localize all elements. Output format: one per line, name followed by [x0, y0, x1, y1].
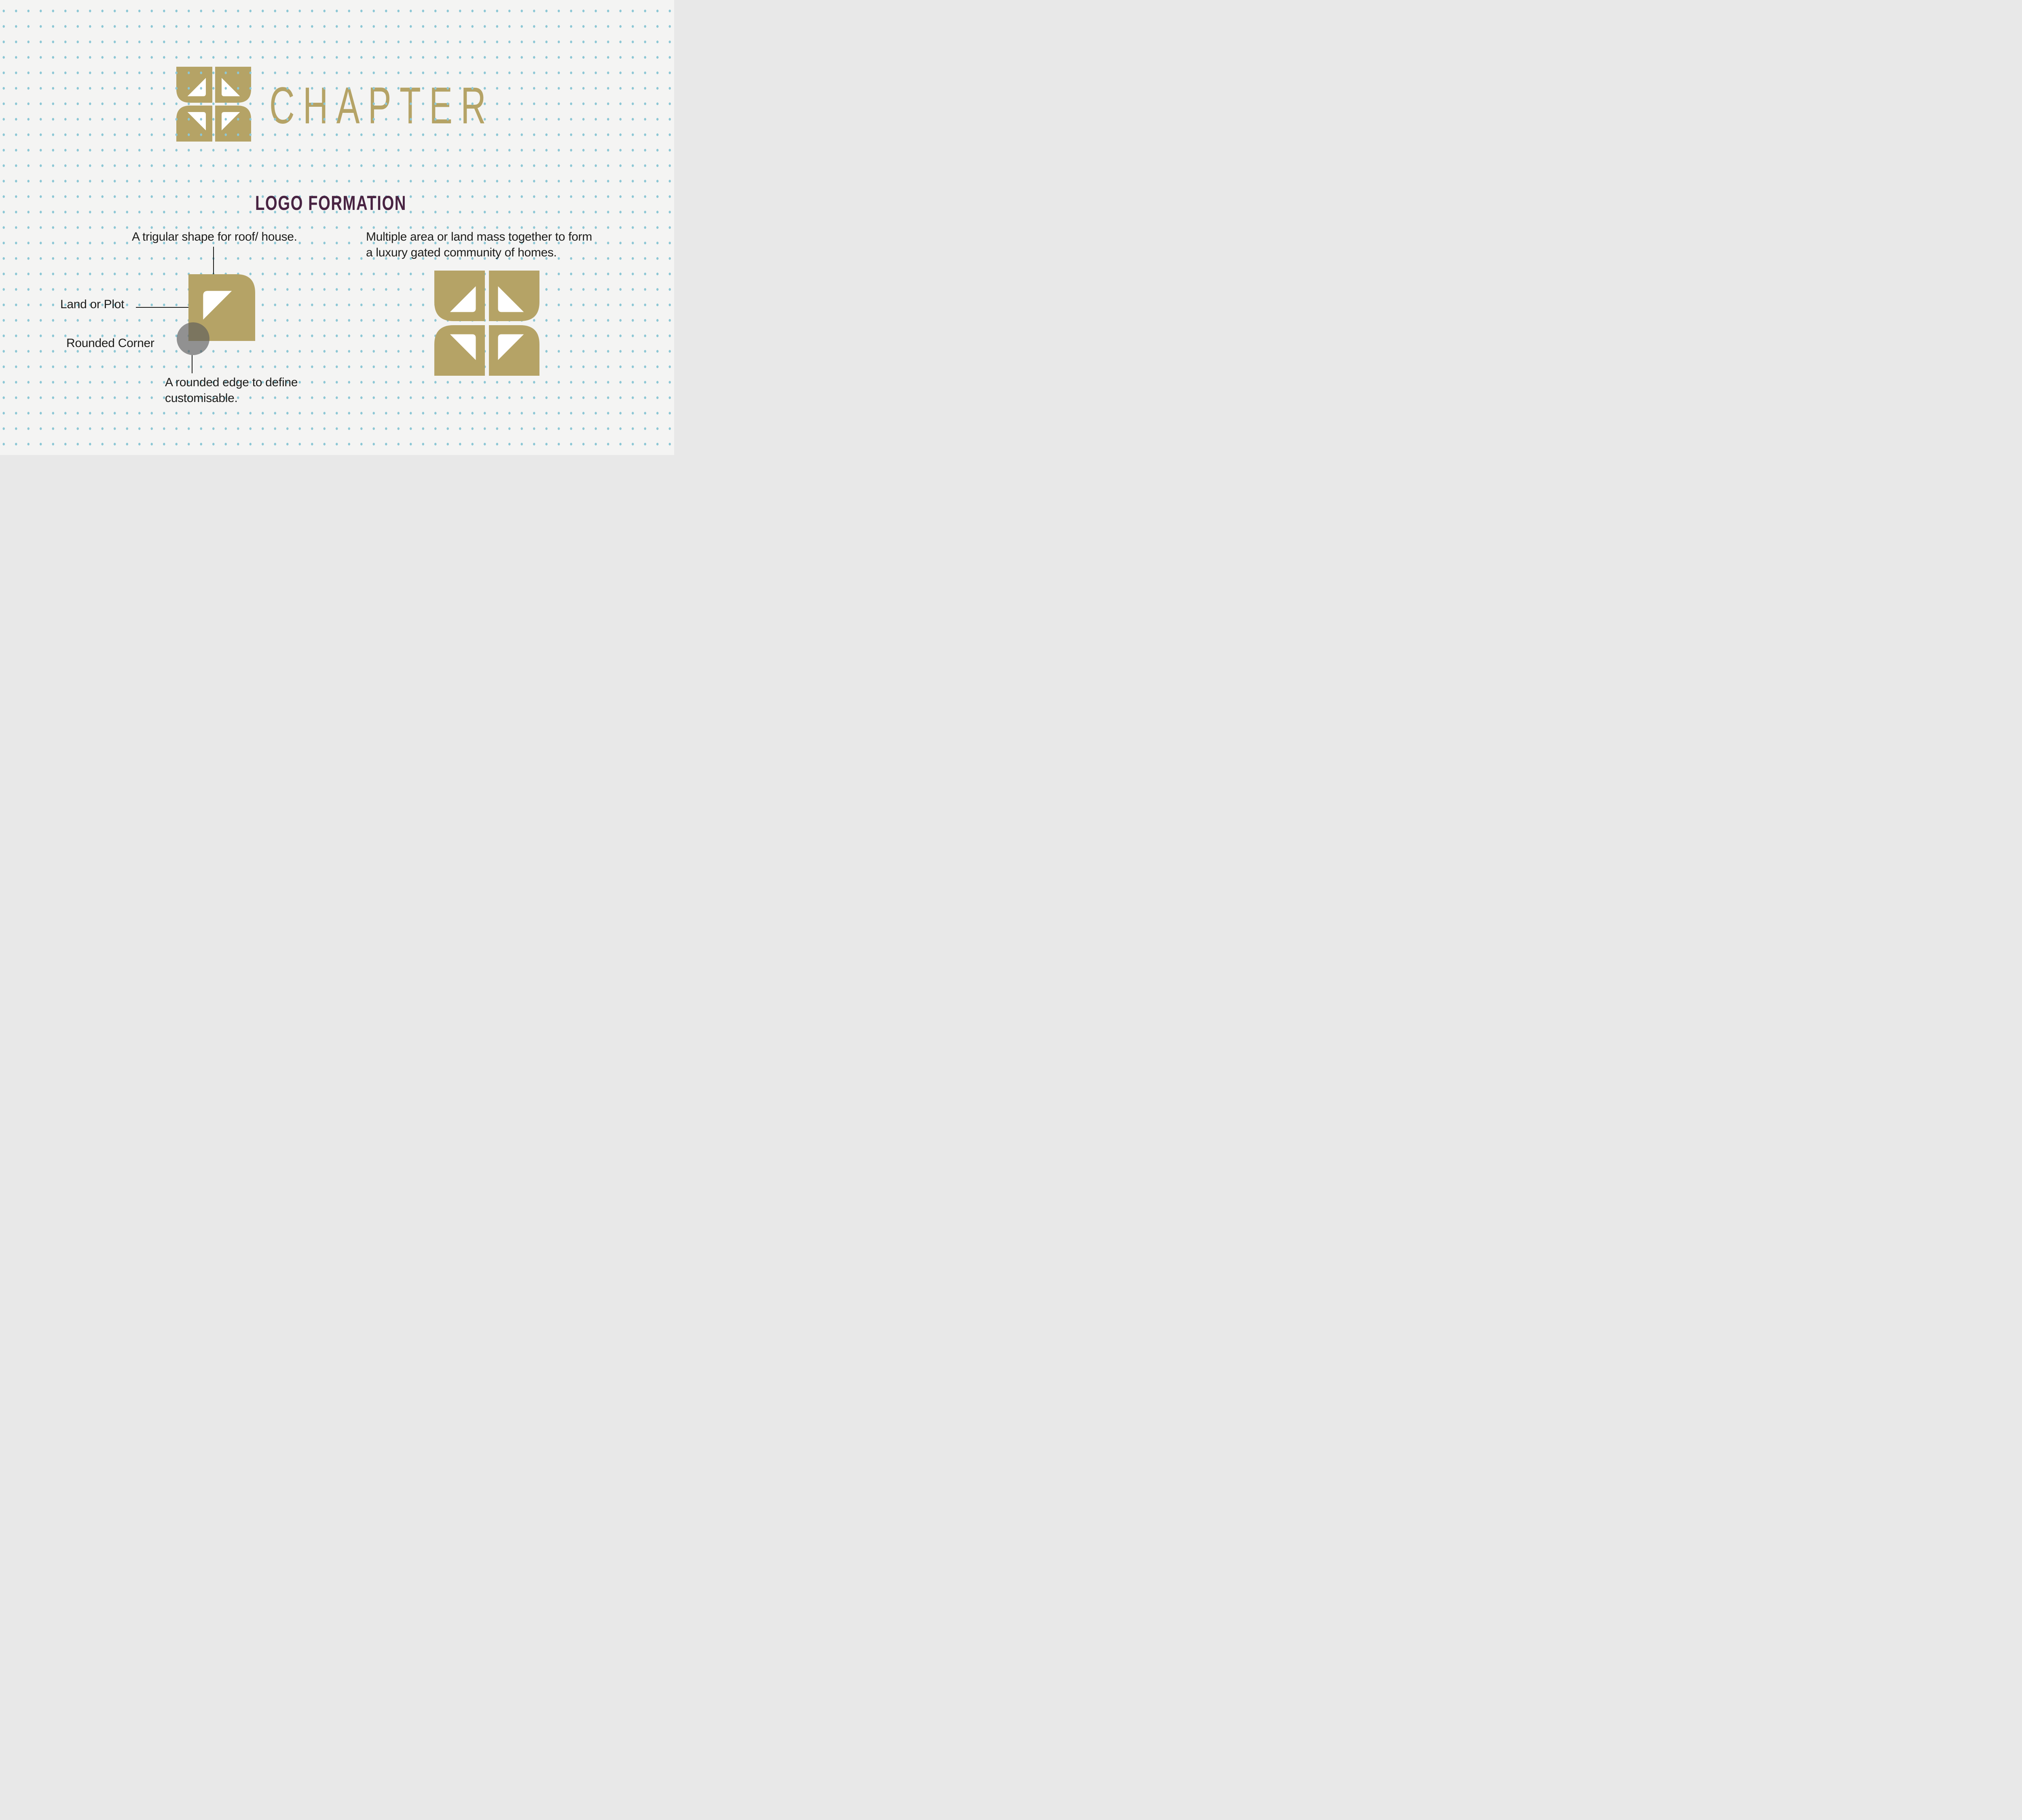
land-label: Land or Plot	[60, 298, 125, 311]
rounded-corner-label: Rounded Corner	[66, 336, 154, 350]
community-annotation: Multiple area or land mass together to f…	[366, 229, 592, 260]
brand-guideline-page: CHAPTER LOGO FORMATION A trigular shape …	[0, 0, 674, 455]
community-petal-top-right-icon	[489, 271, 539, 321]
community-annotation-line1: Multiple area or land mass together to f…	[366, 230, 592, 243]
community-petal-bottom-right-icon	[489, 325, 539, 376]
section-title-text: LOGO FORMATION	[255, 192, 406, 214]
community-petal-bottom-left-icon	[434, 325, 485, 376]
section-title: LOGO FORMATION	[255, 192, 406, 214]
land-connector-line	[136, 307, 191, 308]
roof-annotation: A trigular shape for roof/ house.	[132, 230, 297, 243]
rounded-edge-annotation: A rounded edge to define customisable.	[165, 375, 298, 406]
community-petal-top-left-icon	[434, 271, 485, 321]
rounded-edge-annotation-line2: customisable.	[165, 392, 238, 405]
community-logo-mark	[434, 271, 539, 376]
rounded-corner-highlight-circle	[177, 322, 209, 355]
rounded-edge-annotation-line1: A rounded edge to define	[165, 376, 298, 389]
community-annotation-line2: a luxury gated community of homes.	[366, 246, 557, 259]
logo-formation-section: LOGO FORMATION A trigular shape for roof…	[0, 0, 674, 455]
